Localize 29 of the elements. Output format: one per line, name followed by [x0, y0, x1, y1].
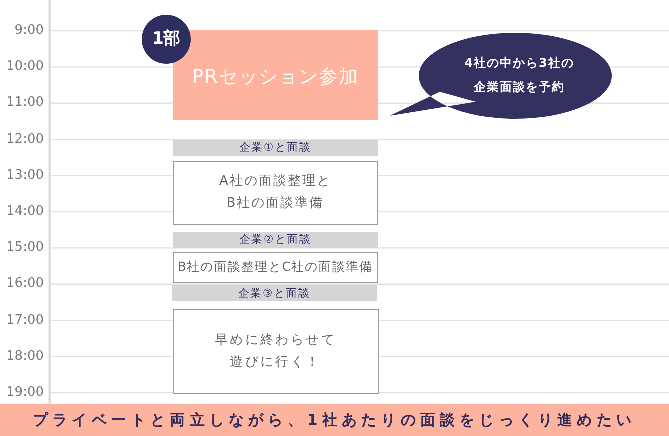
interview-label: 企業③と面談 [238, 286, 311, 301]
interview-bar [173, 140, 378, 156]
speech-bubble [388, 32, 613, 120]
time-label: 16:00 [6, 276, 44, 292]
time-label: 19:00 [6, 385, 44, 401]
badge-label: 1部 [152, 28, 180, 50]
task-box [173, 252, 378, 282]
task-text: 早めに終わらせて遊びに行く！ [214, 332, 338, 372]
session-title: PRセッション参加 [192, 65, 359, 90]
time-label: 18:00 [6, 348, 44, 365]
time-label: 10:00 [6, 59, 44, 76]
interview-label: 企業②と面談 [239, 232, 312, 248]
task-box [173, 309, 378, 394]
time-label: 14:00 [6, 204, 44, 220]
time-label: 17:00 [6, 312, 44, 329]
interview-bar [173, 232, 378, 248]
time-label: 9:00 [14, 23, 44, 39]
summary-band [0, 404, 669, 436]
time-label: 12:00 [6, 132, 44, 148]
summary-text: プライベートと両立しながら、1社あたりの面談をじっくり進めたい [32, 410, 636, 430]
task-text: B社の面談整理とC社の面談準備 [178, 258, 374, 276]
time-label: 15:00 [6, 240, 44, 256]
interview-label: 企業①と面談 [239, 140, 312, 156]
time-label: 13:00 [6, 168, 44, 184]
task-text: A社の面談整理とB社の面談準備 [218, 173, 332, 213]
task-box [173, 161, 378, 225]
interview-bar [172, 285, 377, 301]
time-label: 11:00 [6, 95, 44, 112]
bubble-text: 4社の中から3社の企業面談を予約 [464, 55, 576, 96]
